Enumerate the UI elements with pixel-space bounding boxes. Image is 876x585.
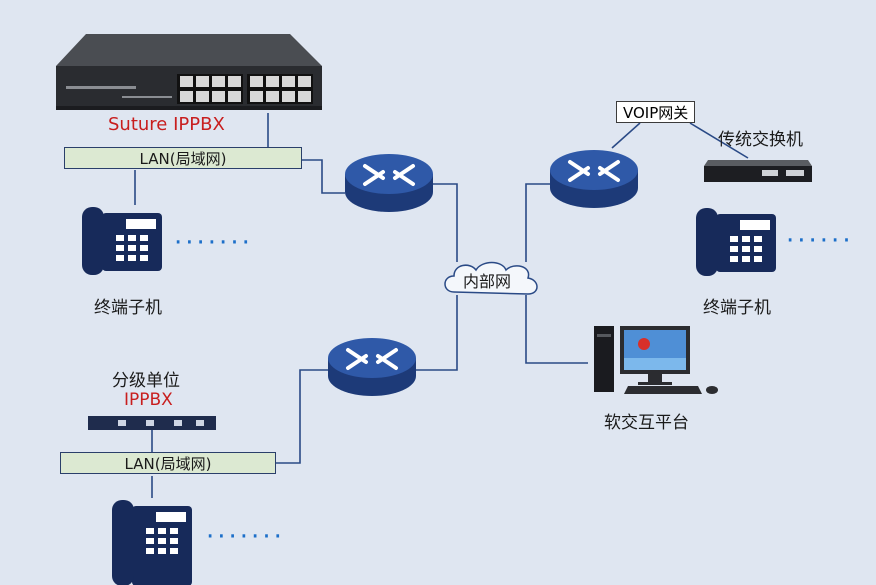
router1-cloud-link (432, 183, 458, 262)
phone-icon-bottom (112, 500, 192, 585)
lan-label-top: LAN(局域网) (139, 149, 227, 168)
lan-router1-link (302, 159, 345, 194)
cloud-icon (444, 261, 538, 295)
lan-bar-bottom: LAN(局域网) (60, 452, 276, 474)
legacy-switch-icon (704, 160, 812, 182)
pbx-label: Suture IPPBX (108, 114, 225, 135)
branch-ippbx-device-icon (88, 416, 216, 430)
router2-cloud-link (525, 183, 550, 262)
branch-label-line2: IPPBX (124, 390, 173, 410)
cloud-platform-link (525, 295, 588, 364)
router-icon-1 (345, 154, 433, 212)
voip-gateway-box: VOIP网关 (616, 101, 696, 123)
voip-switch-link (689, 122, 749, 159)
lan-label-bottom: LAN(局域网) (124, 454, 212, 473)
ippbx-device-icon (56, 34, 322, 110)
legacy-switch-label: 传统交换机 (718, 130, 803, 150)
cloud-router3-link (414, 295, 458, 371)
phone-label-left: 终端子机 (94, 298, 162, 318)
more-phones-dots-bottom: ······· (206, 522, 285, 552)
phone-icon-top-right (696, 208, 776, 276)
more-phones-dots-right: ······ (786, 226, 854, 256)
platform-label: 软交互平台 (604, 413, 689, 433)
cloud-label: 内部网 (463, 272, 512, 291)
phone-icon-top-left (82, 207, 162, 275)
router-icon-3 (328, 338, 416, 396)
more-phones-dots-left: ······· (174, 228, 253, 258)
phone-label-right: 终端子机 (703, 298, 771, 318)
router3-lan-link (276, 369, 330, 464)
branch-label-line1: 分级单位 (112, 371, 180, 391)
computer-icon (594, 326, 718, 394)
router-icon-2 (550, 150, 638, 208)
lan-bar-top: LAN(局域网) (64, 147, 302, 169)
router2-voip-link (611, 122, 641, 149)
voip-label: VOIP网关 (623, 104, 689, 122)
